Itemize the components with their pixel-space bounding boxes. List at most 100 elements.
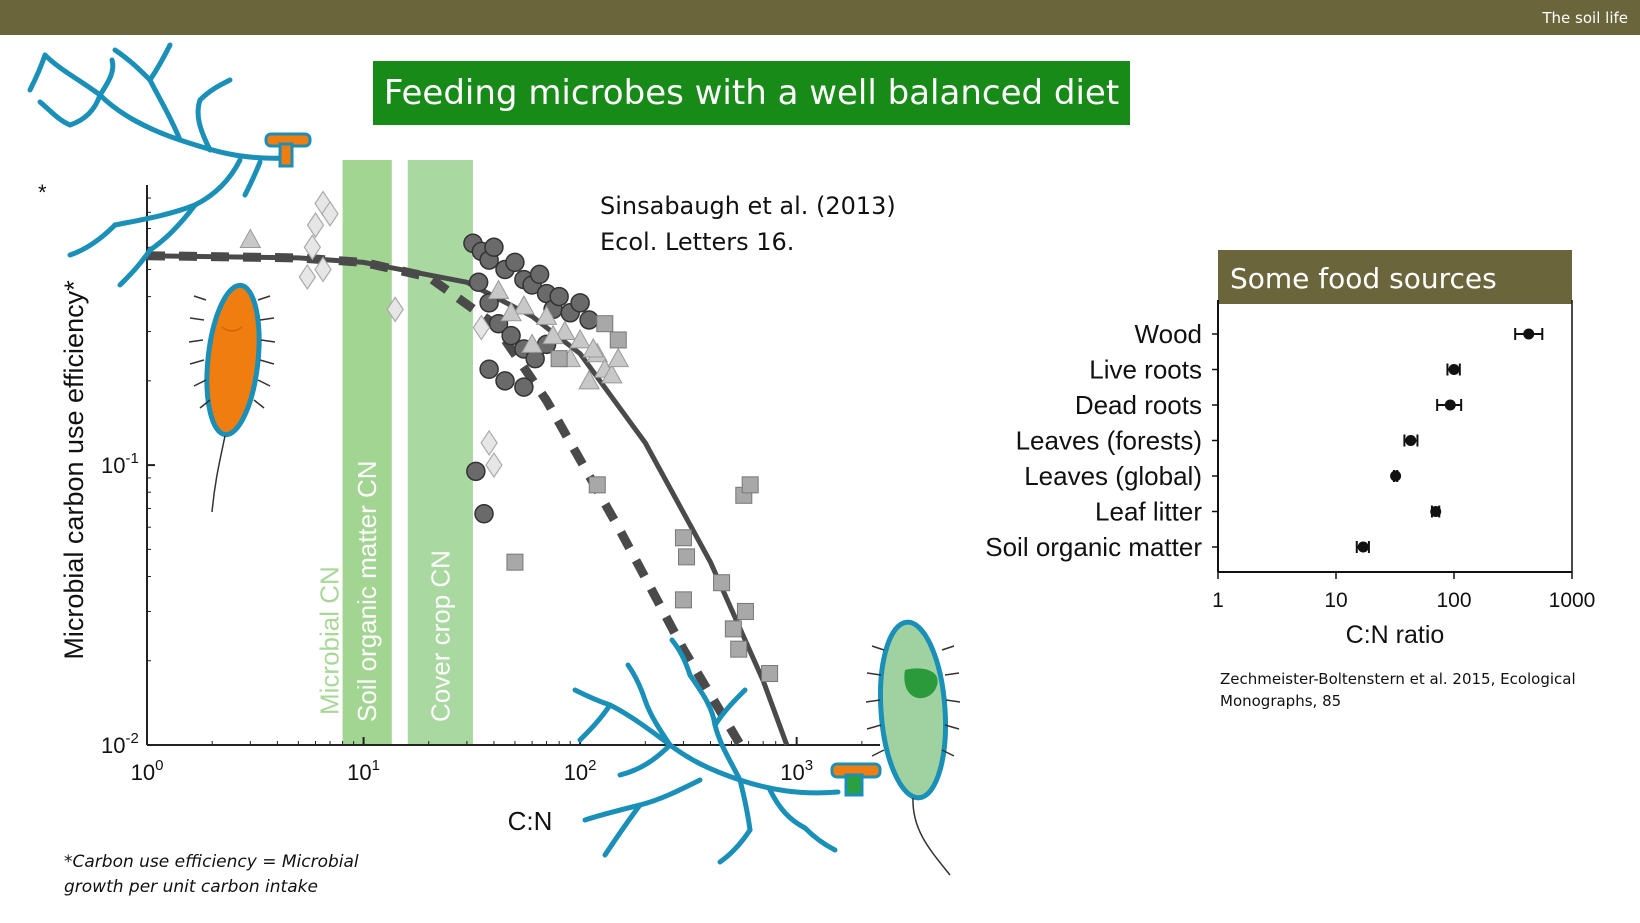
- mean-point: [1523, 328, 1535, 340]
- orange-bacterium-icon: [188, 282, 276, 513]
- triangle-point: [500, 301, 522, 322]
- circle-point: [549, 286, 569, 307]
- triangle-point: [578, 369, 600, 390]
- circle-point: [514, 377, 534, 397]
- axis-ticks: [146, 197, 901, 746]
- circle-point: [505, 252, 525, 273]
- triangle-point: [553, 320, 576, 341]
- citation-right-line-1: Zechmeister-Boltenstern et al. 2015, Eco…: [1220, 670, 1576, 688]
- circle-point: [468, 272, 489, 293]
- category-label: Dead roots: [1075, 390, 1202, 420]
- section-label: The soil life: [1542, 9, 1628, 27]
- diamond-point: [321, 200, 339, 227]
- x-tick-label: 100: [131, 757, 164, 785]
- triangle-point: [600, 363, 623, 384]
- fungus-hyphae-bottom-icon: [572, 637, 841, 865]
- right-x-tick-label: 100: [1436, 589, 1471, 612]
- diamond-point: [303, 234, 322, 261]
- square-point: [713, 574, 731, 592]
- x-tick-label: 103: [780, 757, 813, 785]
- circle-point: [474, 504, 494, 524]
- triangle-point: [607, 347, 630, 368]
- legend-title: Some food sources: [1230, 262, 1497, 295]
- triangle-point: [239, 228, 262, 248]
- category-label: Leaves (forests): [1016, 426, 1202, 456]
- category-label: Leaf litter: [1095, 497, 1202, 527]
- square-point: [550, 350, 568, 368]
- diamond-point: [472, 314, 491, 341]
- circle-point: [579, 310, 599, 330]
- x-axis-label: C:N: [508, 806, 553, 836]
- category-label: Wood: [1135, 319, 1202, 349]
- circle-point: [501, 325, 521, 346]
- band-label-microbial: Microbial CN: [315, 566, 345, 715]
- square-point: [736, 602, 754, 620]
- square-point: [674, 591, 692, 609]
- square-point: [678, 548, 696, 566]
- circle-point: [529, 264, 550, 285]
- citation-right-line-2: Monographs, 85: [1220, 692, 1342, 710]
- y-tick-label: 10-2: [101, 730, 139, 758]
- citation-line-1: Sinsabaugh et al. (2013): [600, 192, 896, 220]
- diamond-point: [480, 429, 498, 457]
- mean-point: [1444, 399, 1456, 411]
- footnote-line-1: *Carbon use efficiency = Microbial: [64, 852, 359, 872]
- triangle-point: [513, 295, 535, 315]
- category-label: Soil organic matter: [985, 532, 1202, 562]
- diamond-point: [386, 296, 404, 323]
- mean-point: [1357, 541, 1369, 553]
- circle-point: [479, 359, 499, 380]
- triangle-point: [582, 337, 605, 358]
- footnote: *Carbon use efficiency = Microbial growt…: [64, 850, 359, 900]
- mean-point: [1448, 364, 1460, 375]
- square-point: [730, 640, 748, 658]
- data-points: [239, 190, 779, 683]
- band-label-soil-organic: Soil organic matter CN: [352, 460, 382, 722]
- x-tick-label: 101: [347, 757, 380, 785]
- mean-point: [1390, 470, 1402, 482]
- citation-sinsabaugh: Sinsabaugh et al. (2013) Ecol. Letters 1…: [600, 188, 896, 260]
- right-x-tick-label: 1000: [1549, 589, 1596, 612]
- diamond-point: [306, 212, 325, 239]
- diamond-point: [314, 256, 332, 283]
- circle-point: [466, 461, 486, 482]
- square-point: [596, 315, 614, 333]
- triangle-point: [542, 324, 564, 345]
- triangle-point: [535, 305, 558, 325]
- category-label: Leaves (global): [1024, 461, 1202, 491]
- band-cover-crop-cn: [407, 160, 473, 745]
- triangle-point: [569, 328, 591, 349]
- green-bacterium-icon: [865, 619, 961, 876]
- footnote-line-2: growth per unit carbon intake: [64, 877, 318, 897]
- square-point: [506, 553, 524, 571]
- header-bar: The soil life: [0, 0, 1640, 35]
- legend-header-bg: [1218, 250, 1572, 304]
- diamond-point: [485, 452, 503, 479]
- mean-point: [1405, 435, 1417, 446]
- mean-point: [1430, 506, 1442, 517]
- x-tick-label: 102: [564, 757, 597, 785]
- asterisk-mark: *: [38, 180, 47, 205]
- y-tick-label: 10-1: [101, 450, 139, 478]
- square-point: [741, 476, 759, 494]
- circle-point: [570, 293, 590, 313]
- mushroom-spore-top-icon: [264, 132, 312, 168]
- citation-line-2: Ecol. Letters 16.: [600, 228, 795, 256]
- circle-point: [484, 237, 504, 258]
- triangle-point: [487, 279, 510, 300]
- citation-zechmeister: Zechmeister-Boltenstern et al. 2015, Eco…: [1220, 668, 1580, 712]
- category-label: Live roots: [1089, 355, 1202, 385]
- square-point: [609, 331, 627, 349]
- square-point: [724, 620, 742, 638]
- y-axis-label: Microbial carbon use efficiency*: [59, 280, 89, 660]
- right-x-axis-label: C:N ratio: [1346, 621, 1445, 649]
- square-point: [588, 476, 606, 494]
- mushroom-spore-bottom-icon: [830, 762, 882, 797]
- triangle-point: [521, 333, 543, 353]
- right-x-tick-label: 10: [1324, 589, 1347, 612]
- square-point: [674, 529, 692, 547]
- right-x-tick-label: 1: [1212, 589, 1224, 612]
